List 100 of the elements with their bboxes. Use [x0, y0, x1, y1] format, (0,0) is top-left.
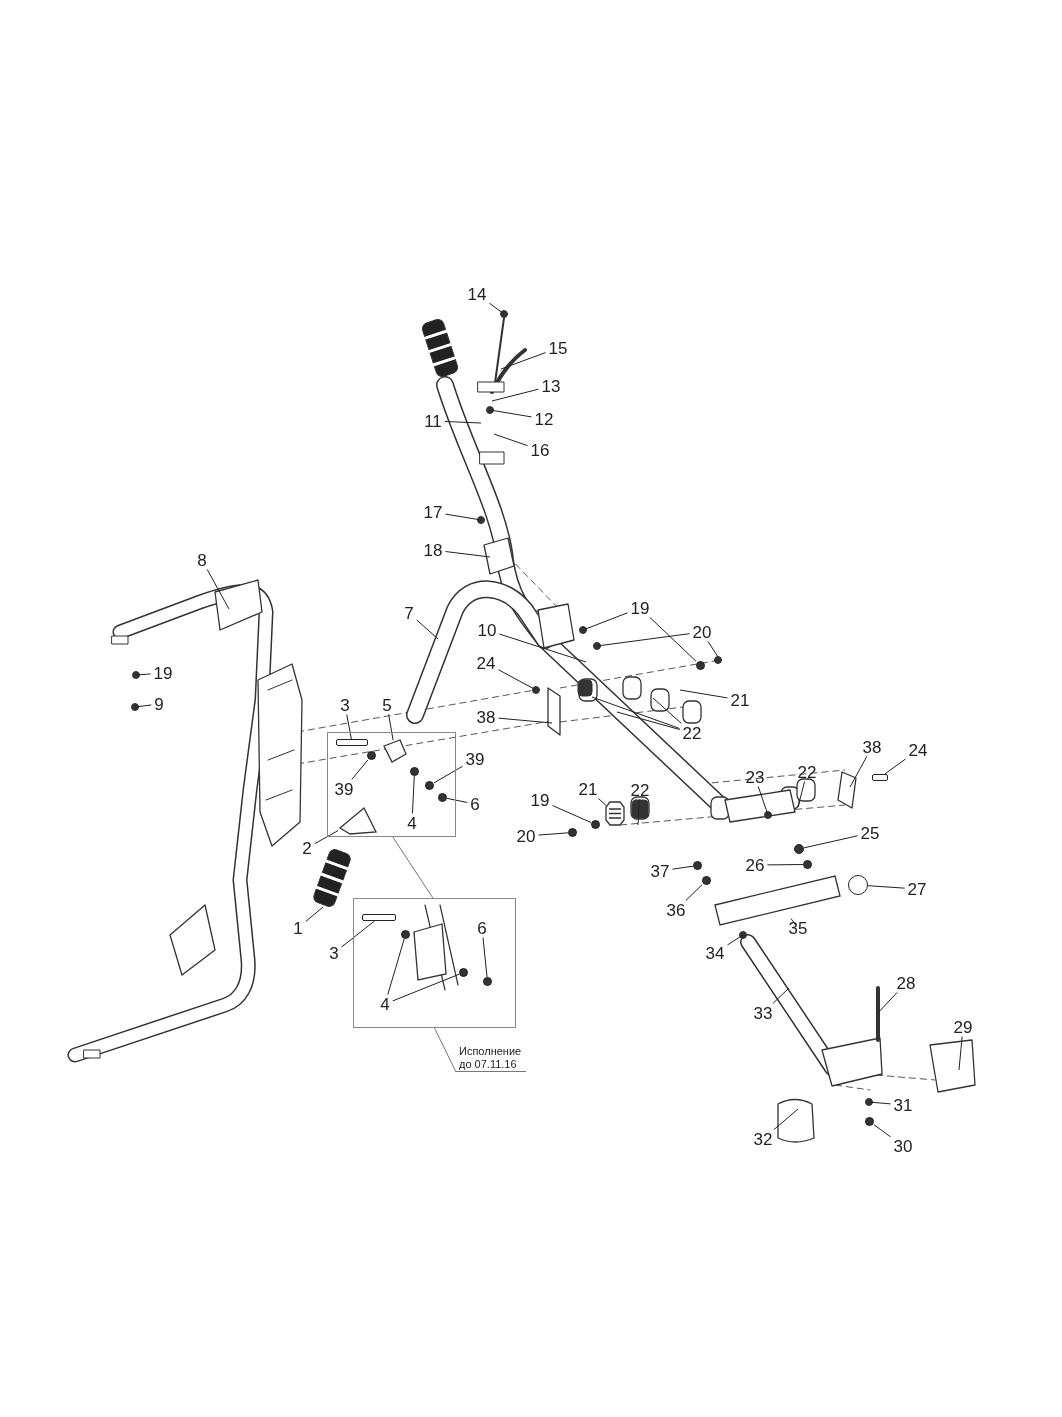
leader-line: [497, 717, 553, 724]
callout-number: 31: [892, 1096, 914, 1114]
leader-line: [482, 937, 488, 978]
bolt-part: [362, 914, 396, 921]
callout-number: 21: [729, 691, 751, 709]
callout-number: 16: [529, 441, 551, 459]
leader-line: [388, 714, 394, 741]
bolt-part: [872, 774, 888, 781]
callout-number: 27: [906, 880, 928, 898]
leader-line: [849, 756, 868, 788]
callout-number: 4: [406, 814, 418, 832]
leader-line: [444, 551, 491, 558]
callout-number: 28: [895, 974, 917, 992]
callout-number: 37: [649, 862, 671, 880]
callout-number: 8: [196, 551, 208, 569]
washer-part: [803, 860, 812, 869]
leader-line: [616, 711, 681, 730]
leader-line: [797, 781, 806, 808]
connector-line: [392, 836, 434, 899]
washer-part: [459, 968, 468, 977]
bracket-part: [414, 924, 446, 980]
callout-number: 24: [907, 741, 929, 759]
leader-line: [491, 388, 540, 402]
callout-number: 3: [339, 696, 351, 714]
leader-line: [637, 799, 640, 826]
leader-line: [884, 758, 907, 775]
nut-part: [483, 977, 492, 986]
callout-number: 11: [423, 412, 443, 430]
callout-number: 19: [152, 664, 174, 682]
leader-line: [498, 633, 587, 663]
note-text: Исполнение до 07.11.16: [456, 1045, 526, 1072]
callout-number: 39: [464, 750, 486, 768]
callout-number: 24: [475, 654, 497, 672]
nut-part: [438, 793, 447, 802]
leader-line: [671, 865, 694, 870]
leader-line: [314, 830, 339, 845]
callout-number: 36: [665, 901, 687, 919]
leader-line: [582, 612, 629, 631]
leader-line: [446, 797, 468, 803]
callout-number: 20: [515, 827, 537, 845]
leader-line: [958, 1036, 963, 1071]
callout-number: 30: [892, 1137, 914, 1155]
callout-number: 6: [476, 919, 488, 937]
leader-line: [875, 992, 898, 1016]
leader-line: [649, 617, 697, 662]
callout-number: 3: [328, 944, 340, 962]
leader-line: [500, 352, 547, 370]
callout-number: 38: [861, 738, 883, 756]
callout-number: 2: [301, 839, 313, 857]
sleeve-part: [410, 767, 419, 776]
nut-part: [865, 1117, 874, 1126]
bolt-part: [336, 739, 368, 746]
callout-number: 19: [629, 599, 651, 617]
leader-line: [597, 798, 607, 806]
callout-number: 25: [859, 824, 881, 842]
callout-number: 22: [629, 781, 651, 799]
leader-line: [134, 704, 152, 708]
bracket-part: [338, 806, 376, 834]
leader-line: [591, 696, 681, 729]
callout-number: 5: [381, 696, 393, 714]
callout-number: 7: [403, 604, 415, 622]
leader-line: [537, 832, 569, 836]
nut-part: [693, 861, 702, 870]
nut-part: [794, 844, 804, 854]
nut-part: [568, 828, 577, 837]
callout-number: 32: [752, 1130, 774, 1148]
bracket-part: [384, 740, 406, 762]
callout-number: 21: [577, 780, 599, 798]
callout-number: 1: [292, 919, 304, 937]
leader-line: [679, 689, 729, 699]
callout-number: 22: [796, 763, 818, 781]
callout-number: 22: [681, 724, 703, 742]
leader-line: [497, 669, 537, 691]
leader-line: [434, 1027, 457, 1073]
callout-number: 14: [466, 285, 488, 303]
leader-line: [444, 421, 482, 424]
leader-line: [551, 805, 592, 823]
leader-line: [707, 641, 719, 658]
leader-line: [206, 569, 230, 610]
leader-line: [433, 765, 464, 784]
leader-line: [685, 884, 703, 901]
leader-line: [596, 633, 691, 647]
leader-line: [652, 697, 682, 724]
washer-part: [591, 820, 600, 829]
leader-line: [493, 433, 529, 447]
washer-part: [401, 930, 410, 939]
leader-line: [868, 1101, 892, 1105]
callout-number: 13: [540, 377, 562, 395]
callout-number: 20: [691, 623, 713, 641]
detail-frame: [353, 898, 516, 1028]
callout-number: 39: [333, 780, 355, 798]
clamp-part: [606, 802, 624, 825]
leader-line: [305, 906, 324, 922]
callout-number: 29: [952, 1018, 974, 1036]
callout-number: 23: [744, 768, 766, 786]
washer-part: [696, 661, 705, 670]
detail-frame: [327, 732, 456, 837]
callout-number: 35: [787, 919, 809, 937]
callout-number: 26: [744, 856, 766, 874]
washer-part: [425, 781, 434, 790]
